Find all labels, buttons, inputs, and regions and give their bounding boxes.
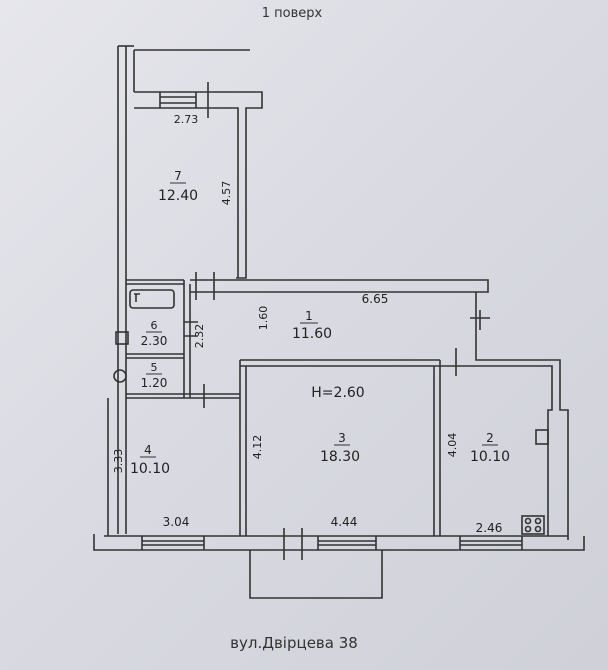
room4-number: 4: [144, 443, 152, 457]
dim-room2-width: 2.46: [476, 521, 503, 535]
dim-room4-depth: 3.33: [112, 449, 125, 474]
room2-number: 2: [486, 431, 494, 445]
radiator-icon: [535, 429, 549, 445]
window-room7: [159, 92, 197, 108]
room7-area: 12.40: [158, 188, 198, 204]
dim-room1-width: 6.65: [362, 292, 389, 306]
dim-room7-width: 2.73: [174, 113, 199, 126]
room5-number: 5: [151, 361, 158, 374]
room3-number: 3: [338, 431, 346, 445]
wall-3-2: [433, 360, 441, 536]
balcony-top: [133, 49, 250, 92]
dim-room7-length: 4.57: [220, 181, 233, 206]
room4-area: 10.10: [130, 461, 170, 477]
outer-left-wall: [117, 46, 127, 534]
room6-area: 2.30: [141, 334, 168, 348]
dim-bath-length: 2.32: [193, 324, 206, 349]
address-label: вул.Двірцева 38: [230, 634, 358, 652]
dim-room2-depth: 4.04: [446, 433, 459, 458]
dim-room1-depth: 1.60: [257, 306, 270, 331]
dim-room3-width: 4.44: [331, 515, 358, 529]
balcony-bottom: [249, 550, 383, 599]
toilet-icon: [113, 369, 127, 383]
room5-area: 1.20: [141, 376, 168, 390]
room2-area: 10.10: [470, 449, 510, 465]
room6-number: 6: [151, 319, 158, 332]
wall-4-3: [239, 360, 247, 536]
stove-icon: [521, 515, 545, 535]
window-room2: [459, 536, 523, 550]
dim-room4-width: 3.04: [163, 515, 190, 529]
room7-number: 7: [174, 169, 182, 183]
window-room3: [317, 536, 377, 550]
outer-bottom-wall: [93, 534, 585, 551]
room3-area: 18.30: [320, 449, 360, 465]
ceiling-height-label: H=2.60: [311, 385, 364, 401]
room7-walls: [134, 91, 263, 279]
corridor-top-wall: [190, 279, 489, 350]
window-room4: [141, 536, 205, 550]
room2-right-wall: [475, 350, 569, 540]
bathtub-icon: [129, 289, 175, 309]
bath-walls: [183, 280, 191, 398]
room1-number: 1: [305, 309, 313, 323]
sink-icon: [115, 331, 129, 345]
room1-area: 11.60: [292, 326, 332, 342]
floor-label: 1 поверх: [261, 6, 323, 21]
dim-room3-depth: 4.12: [251, 435, 264, 460]
